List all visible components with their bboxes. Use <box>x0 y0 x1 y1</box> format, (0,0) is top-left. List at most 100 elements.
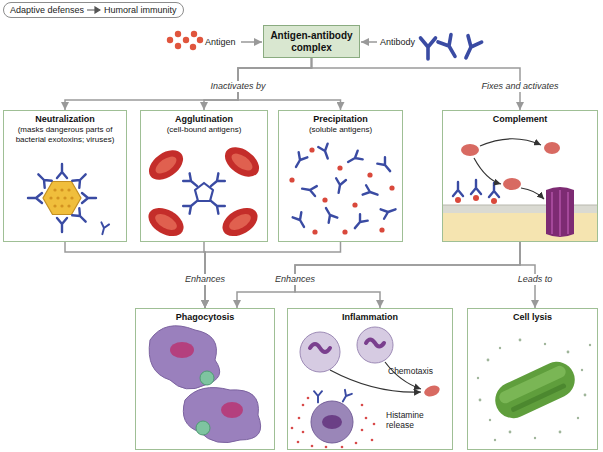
agglutination-picture <box>227 211 254 233</box>
neutralization-picture <box>72 208 89 225</box>
inflammation-picture <box>297 441 300 444</box>
box-title: Neutralization <box>35 114 95 125</box>
complement-picture <box>489 183 499 197</box>
agglutination-picture <box>153 153 180 177</box>
crumb-arrow <box>87 7 100 13</box>
edge-label: Enhances <box>273 274 317 285</box>
box-text: (masks dangerous parts of bacterial exot… <box>7 125 123 144</box>
antibody-icons <box>438 34 461 60</box>
antibody-icons <box>421 34 482 61</box>
neutralization-picture <box>35 171 52 188</box>
precipitation-picture <box>342 229 347 234</box>
neutralization-picture <box>57 164 67 178</box>
box-title: Agglutination <box>175 114 233 125</box>
connector <box>65 58 312 110</box>
connector <box>204 58 312 110</box>
precipitation-picture <box>351 214 368 231</box>
agglutination-picture <box>144 144 189 185</box>
inflammation-picture <box>339 390 352 404</box>
complement-picture <box>455 197 461 203</box>
neutralization-picture <box>70 196 73 199</box>
box-title: Cell lysis <box>513 312 552 323</box>
complement-picture <box>453 182 463 196</box>
complement-picture <box>471 180 481 194</box>
inflammation-picture <box>300 332 340 372</box>
lysis-picture <box>489 356 580 424</box>
lysis-picture <box>487 359 490 362</box>
lysis-picture <box>499 347 501 349</box>
antigen-particles <box>191 31 197 37</box>
agglutination-picture <box>153 211 180 233</box>
inflammation-picture <box>291 427 294 430</box>
antigen-particles <box>190 44 196 50</box>
inflammation-picture <box>371 439 374 442</box>
agglutination-picture <box>208 197 225 214</box>
precipitation-picture <box>352 202 357 207</box>
inflammation-picture <box>355 442 358 445</box>
figure-label: Antibody <box>380 37 415 47</box>
complement-picture <box>544 142 560 154</box>
box-title: Precipitation <box>313 114 368 125</box>
neutralization-picture <box>67 188 70 191</box>
inflammation-picture <box>302 404 305 407</box>
neutralization-picture <box>72 171 89 188</box>
precipitation-picture <box>334 178 346 194</box>
box-title: Inflammation <box>342 312 398 323</box>
inflammation-picture <box>311 401 353 443</box>
neutralization-picture <box>43 182 81 215</box>
precipitation-picture <box>289 177 294 182</box>
complement-picture <box>567 192 569 234</box>
box-text: (soluble antigens) <box>309 125 372 135</box>
inflammation-picture <box>361 429 364 432</box>
edge-label: Inactivates by <box>208 81 267 92</box>
inflammation-picture <box>373 423 376 426</box>
figure-label: Histamine release <box>386 410 436 430</box>
neutralization-picture <box>28 164 109 235</box>
inflammation-picture <box>302 431 305 434</box>
phagocytosis-picture <box>149 326 260 443</box>
lysis-picture <box>479 399 482 402</box>
agglutination-picture <box>220 141 265 182</box>
lysis-picture <box>589 344 591 346</box>
complement-picture <box>474 139 544 199</box>
figure-label: Antigen <box>205 37 236 47</box>
mechanism-box: Agglutination(cell-bound antigens) <box>140 110 268 242</box>
precipitation-picture <box>377 157 394 174</box>
neutralization-picture <box>67 204 70 207</box>
agglutination-picture <box>218 202 263 242</box>
box-title: Phagocytosis <box>176 312 235 323</box>
precipitation-picture <box>289 144 397 235</box>
box-text: Humoral immunity <box>104 4 177 16</box>
neutralization-picture <box>56 196 59 199</box>
precipitation-picture <box>322 197 327 202</box>
inflammation-picture <box>365 417 368 420</box>
complement-box: Complement <box>442 110 598 242</box>
inflammation-picture <box>291 327 442 448</box>
phagocytosis-picture <box>170 342 194 358</box>
lysis-picture <box>489 356 580 424</box>
inflammation-picture <box>311 445 314 448</box>
lysis-picture <box>581 369 583 371</box>
complement-picture <box>473 195 479 201</box>
intro-arrows <box>361 41 377 43</box>
mechanism-box: Precipitation(soluble antigens) <box>278 110 403 242</box>
lysis-picture <box>534 437 536 439</box>
inflammation-picture <box>423 384 441 399</box>
precipitation-picture <box>293 212 309 229</box>
inflammation-picture <box>298 417 301 420</box>
complement-picture <box>480 139 541 146</box>
outcome-box: Cell lysis <box>467 308 598 450</box>
neutralization-picture <box>53 188 56 191</box>
neutralization-picture <box>60 204 63 207</box>
complex-box: Antigen-antibody complex <box>263 25 360 58</box>
complement-picture <box>474 158 501 184</box>
connector <box>237 242 520 308</box>
intro-arrows <box>241 41 262 43</box>
box-title: Antigen-antibody complex <box>266 30 357 54</box>
complement-picture <box>503 178 521 190</box>
antigen-particles <box>175 31 181 37</box>
phagocytosis-picture <box>183 388 260 443</box>
precipitation-picture <box>292 152 308 169</box>
lysis-picture <box>577 417 579 419</box>
